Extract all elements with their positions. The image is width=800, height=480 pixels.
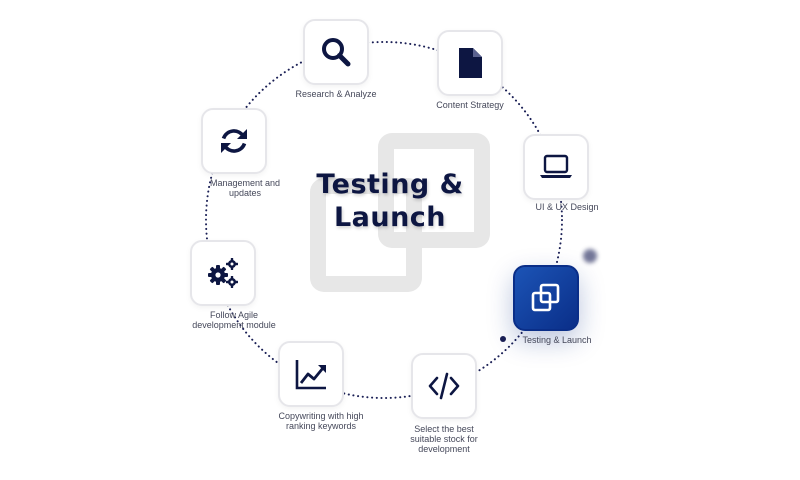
background-square-bottom <box>310 178 422 292</box>
step-research-card[interactable] <box>303 19 369 85</box>
step-management-label: Management and updates <box>209 178 281 198</box>
overlapping-squares-icon <box>531 283 560 312</box>
center-title: Testing & Launch <box>280 168 500 234</box>
step-agile-label: Follow Agile development module <box>192 310 276 330</box>
step-research-label: Research & Analyze <box>295 89 377 99</box>
step-agile-card[interactable] <box>190 240 256 306</box>
center-title-line-1: Testing & <box>316 169 464 200</box>
laptop-icon <box>540 154 572 178</box>
step-content-card[interactable] <box>437 30 503 96</box>
magnifier-icon <box>322 38 351 67</box>
step-content-label: Content Strategy <box>436 100 504 110</box>
step-copywriting-card[interactable] <box>278 341 344 407</box>
center-title-line-2: Launch <box>333 202 447 233</box>
step-testing-label: Testing & Launch <box>522 335 592 345</box>
gears-icon <box>208 258 238 288</box>
code-icon <box>428 372 460 400</box>
step-stock-card[interactable] <box>411 353 477 419</box>
step-stock-label: Select the best suitable stock for devel… <box>410 424 478 454</box>
document-icon <box>459 48 482 78</box>
step-copywriting-label: Copywriting with high ranking keywords <box>278 411 364 431</box>
step-management-card[interactable] <box>201 108 267 174</box>
step-testing-card[interactable] <box>513 265 579 331</box>
decorative-dot-small <box>500 336 506 342</box>
step-design-card[interactable] <box>523 134 589 200</box>
step-design-label: UI & UX Design <box>535 202 599 212</box>
trend-chart-icon <box>295 360 326 390</box>
decorative-dot-blurred <box>583 249 597 263</box>
refresh-icon <box>221 129 247 153</box>
